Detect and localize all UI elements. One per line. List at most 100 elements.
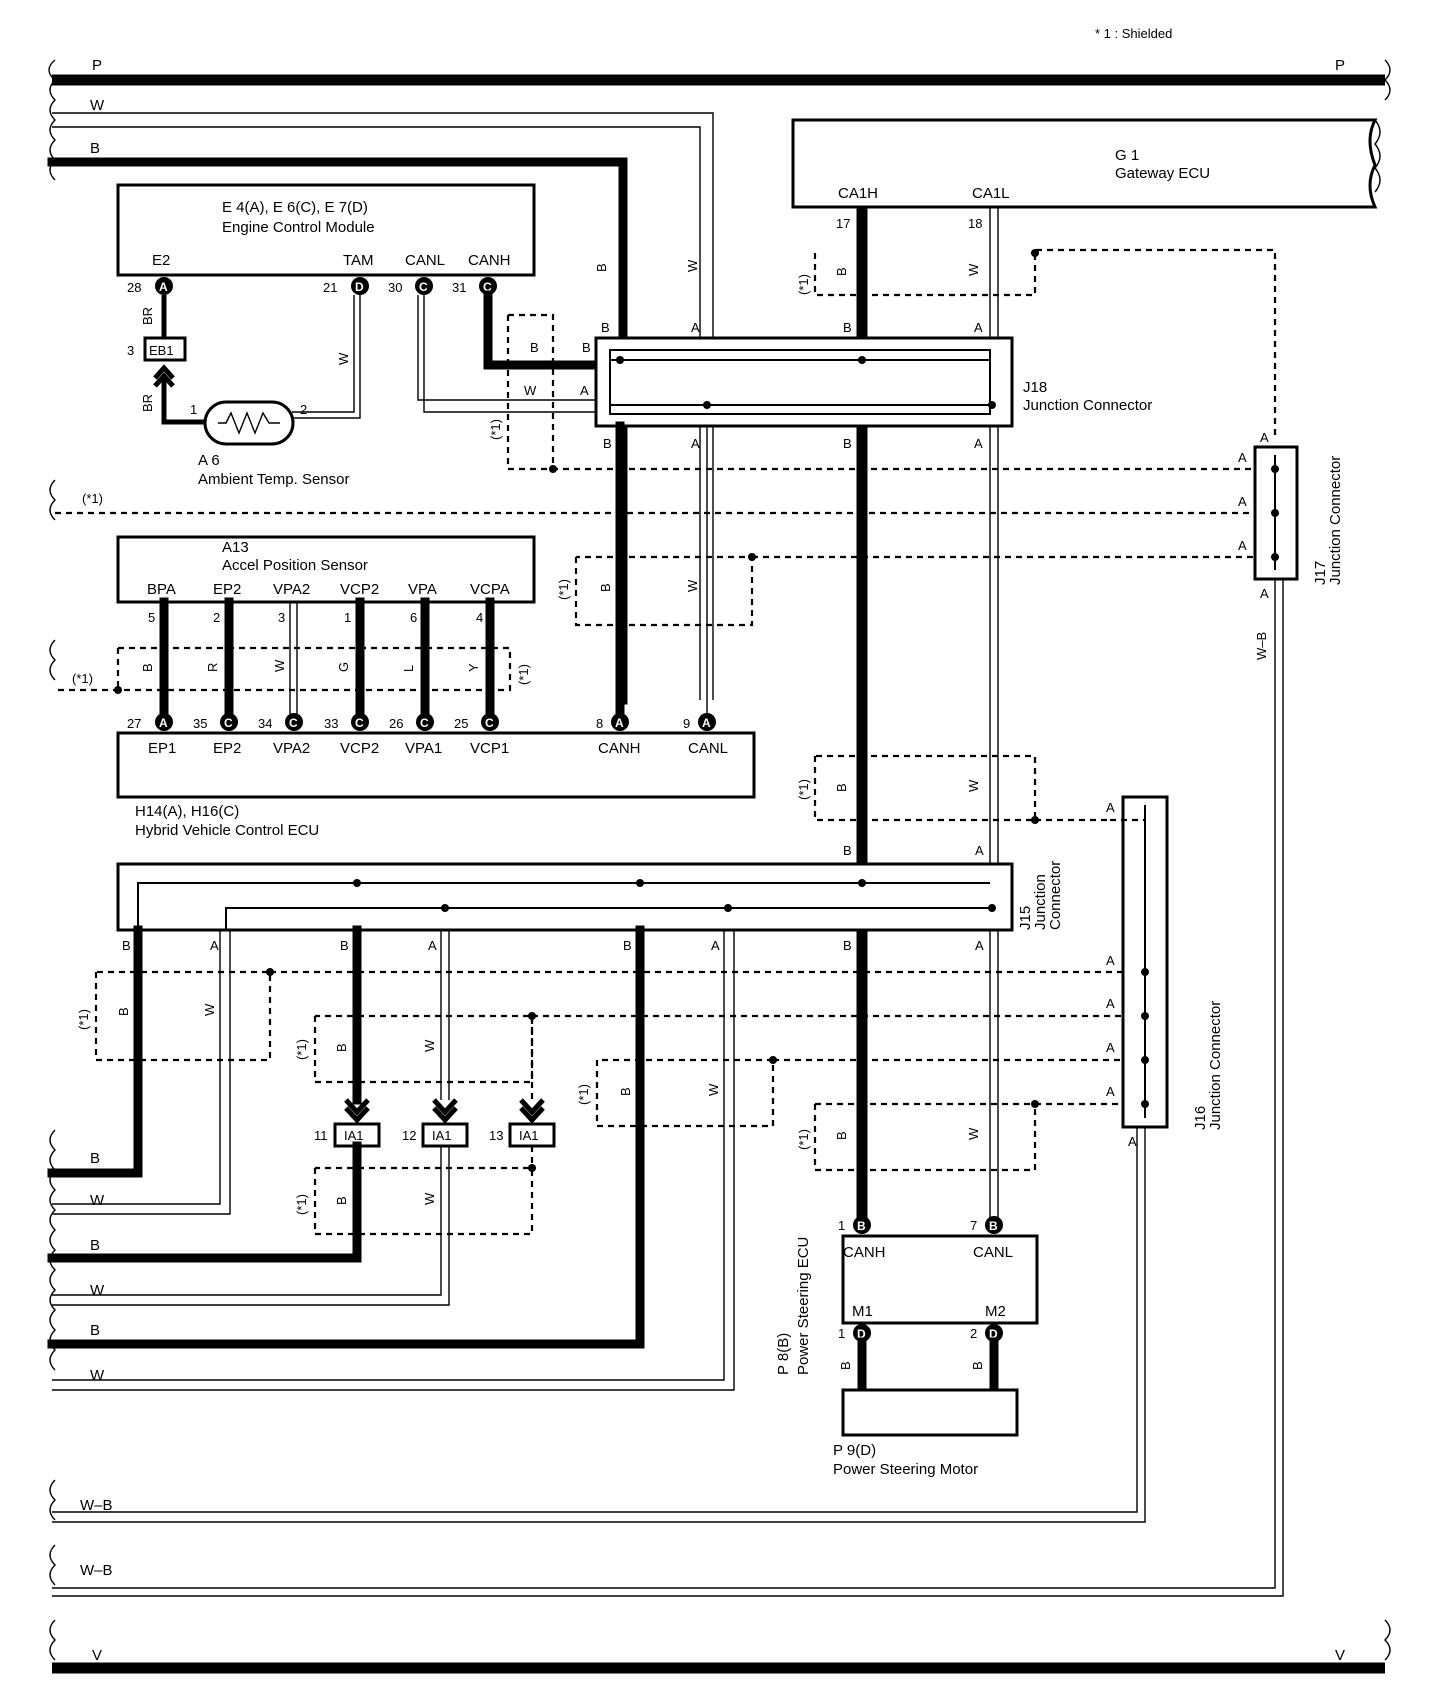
accel-sensor-box xyxy=(116,535,536,604)
j18-box xyxy=(594,336,1014,428)
j16-terminals: A A A A A A xyxy=(1106,800,1137,1149)
shielded-note: * 1 : Shielded xyxy=(1095,26,1172,41)
svg-text:G: G xyxy=(336,662,351,672)
shield-label: (*1) xyxy=(556,579,571,600)
svg-text:A: A xyxy=(691,436,700,451)
svg-text:A: A xyxy=(691,320,700,335)
shield-ia1 xyxy=(313,1146,534,1236)
svg-text:B: B xyxy=(843,320,852,335)
wire-b-col-label: B xyxy=(594,263,609,272)
wire-w-label-1: W xyxy=(90,1192,105,1209)
ecm-pin-canh: CANH xyxy=(468,252,511,269)
svg-text:EP1: EP1 xyxy=(148,740,176,757)
ecm-pin-canl: CANL xyxy=(405,252,445,269)
wire-w-label-3: W xyxy=(90,1367,105,1384)
svg-text:B: B xyxy=(122,938,131,953)
accel-desc: Accel Position Sensor xyxy=(222,557,368,574)
wire-b-label-1: B xyxy=(90,1150,100,1167)
ecm-pin-num: 21 xyxy=(323,280,337,295)
svg-text:BPA: BPA xyxy=(147,581,176,598)
accel-wire-labels: B R W G L Y xyxy=(140,659,481,672)
svg-text:VCP2: VCP2 xyxy=(340,740,379,757)
svg-text:C: C xyxy=(355,716,364,730)
eb1-pin: 3 xyxy=(127,343,134,358)
j15-a-b-label: B xyxy=(116,1007,131,1016)
svg-text:VPA: VPA xyxy=(408,581,437,598)
shield-j15-b xyxy=(313,1014,1148,1084)
gateway-pin-17: 17 xyxy=(836,216,850,231)
j15-d-b-label: B xyxy=(834,1131,849,1140)
bus-p-label-left: P xyxy=(92,57,102,74)
j15-top-b-label: B xyxy=(834,783,849,792)
ps-pin-num: 1 xyxy=(838,1326,845,1341)
j18-term-b-in: B xyxy=(582,340,591,355)
ps-ecu-pin-m2: M2 xyxy=(985,1303,1006,1320)
wire-w-j15-1 xyxy=(52,930,231,1215)
ia1-label-13: IA1 xyxy=(519,1128,539,1143)
ambient-pin-2: 2 xyxy=(300,402,307,417)
wire-canl-gateway xyxy=(989,207,999,340)
shield-dot xyxy=(266,968,274,976)
shield-gateway xyxy=(813,248,1277,438)
svg-text:A: A xyxy=(975,938,984,953)
ps-pin-letter: B xyxy=(857,1219,866,1233)
wire-w-j15-3 xyxy=(52,930,735,1391)
svg-text:C: C xyxy=(485,716,494,730)
break-marks xyxy=(48,59,1391,1661)
wire-canh-ecm xyxy=(483,290,603,370)
ps-pin-num: 2 xyxy=(970,1326,977,1341)
svg-text:8: 8 xyxy=(596,716,603,731)
wire-w-top-label: W xyxy=(90,97,105,114)
wire-b-label-3: B xyxy=(90,1322,100,1339)
svg-text:Y: Y xyxy=(466,663,481,672)
ia1-chevrons xyxy=(344,1098,545,1124)
j15-box xyxy=(116,862,1014,932)
wire-w-ia1 xyxy=(52,1146,450,1306)
ecm-pin-letter: C xyxy=(419,280,428,294)
ia1-label-12: IA1 xyxy=(432,1128,452,1143)
shield-label: (*1) xyxy=(796,1129,811,1150)
j15-b-b-label: B xyxy=(334,1043,349,1052)
ecm-pin-tam: TAM xyxy=(343,252,374,269)
hv-ecu-name: H14(A), H16(C) xyxy=(135,803,239,820)
wire-canl-trunk xyxy=(989,426,999,1220)
svg-text:L: L xyxy=(401,665,416,672)
ambient-sensor xyxy=(203,400,295,446)
shield-label: (*1) xyxy=(576,1084,591,1105)
shield-dot xyxy=(549,465,557,473)
accel-pins: BPA EP2 VPA2 VCP2 VPA VCPA 5 2 3 1 6 4 xyxy=(147,581,510,625)
shield-label-accel-left: (*1) xyxy=(72,671,93,686)
bus-wb-label-1: W–B xyxy=(80,1497,113,1514)
shield-dot xyxy=(1031,249,1039,257)
j17-term: A xyxy=(1238,538,1247,553)
j15-d-w-label: W xyxy=(966,1127,981,1140)
svg-text:A: A xyxy=(702,716,711,730)
ps-pin-letter: D xyxy=(857,1327,866,1341)
j15-bottom-terminals: B A B A B A B A xyxy=(122,938,984,953)
j17-desc: Junction Connector xyxy=(1327,456,1344,585)
svg-text:1: 1 xyxy=(344,610,351,625)
wire-canl-ecm xyxy=(417,295,598,413)
shield-label: (*1) xyxy=(796,274,811,295)
svg-text:A: A xyxy=(1128,1134,1137,1149)
gateway-pin-ca1l: CA1L xyxy=(972,185,1010,202)
j16-name: J16 xyxy=(1192,1106,1209,1130)
ambient-name: A 6 xyxy=(198,452,220,469)
wire-w-col-label: W xyxy=(685,259,700,272)
ecm-pin-circle xyxy=(415,277,433,295)
wire-wb-j17 xyxy=(52,579,1284,1597)
ambient-desc: Ambient Temp. Sensor xyxy=(198,471,349,488)
j15-inner xyxy=(137,882,990,930)
ia1-pin-12: 12 xyxy=(402,1128,416,1143)
svg-text:CANL: CANL xyxy=(688,740,728,757)
ps-pin-num: 1 xyxy=(838,1218,845,1233)
j15-name: J15 xyxy=(1017,906,1034,930)
svg-text:A: A xyxy=(1106,1084,1115,1099)
svg-text:B: B xyxy=(340,938,349,953)
gateway-ecu-desc: Gateway ECU xyxy=(1115,165,1210,182)
gateway-b-label: B xyxy=(834,267,849,276)
ps-motor-name: P 9(D) xyxy=(833,1442,876,1459)
ps-motor-desc: Power Steering Motor xyxy=(833,1461,978,1478)
ecm-pin-letter: D xyxy=(355,280,364,294)
hv-ecu-desc: Hybrid Vehicle Control ECU xyxy=(135,822,319,839)
